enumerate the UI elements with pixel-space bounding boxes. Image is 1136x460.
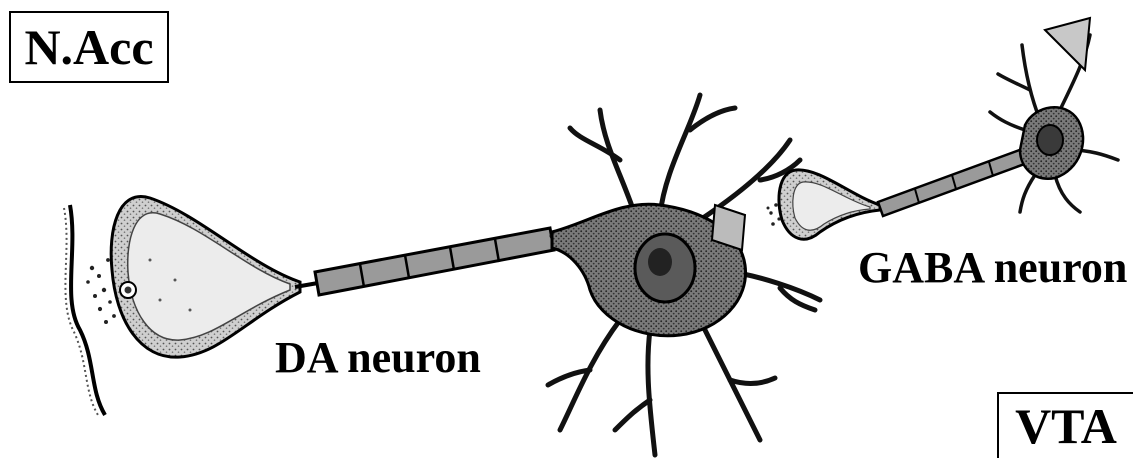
region-label-vta: VTA bbox=[997, 392, 1133, 458]
da-axon bbox=[295, 228, 554, 295]
da-neuron-cell-body bbox=[548, 95, 820, 455]
gaba-axon-terminal bbox=[767, 170, 881, 239]
region-label-nacc: N.Acc bbox=[9, 11, 169, 83]
gaba-axon bbox=[878, 148, 1030, 216]
da-axon-terminal bbox=[111, 197, 300, 358]
gaba-neuron-cell-body bbox=[990, 18, 1118, 212]
gaba-neuron-label: GABA neuron bbox=[858, 246, 1127, 290]
da-neuron-label: DA neuron bbox=[275, 336, 481, 380]
